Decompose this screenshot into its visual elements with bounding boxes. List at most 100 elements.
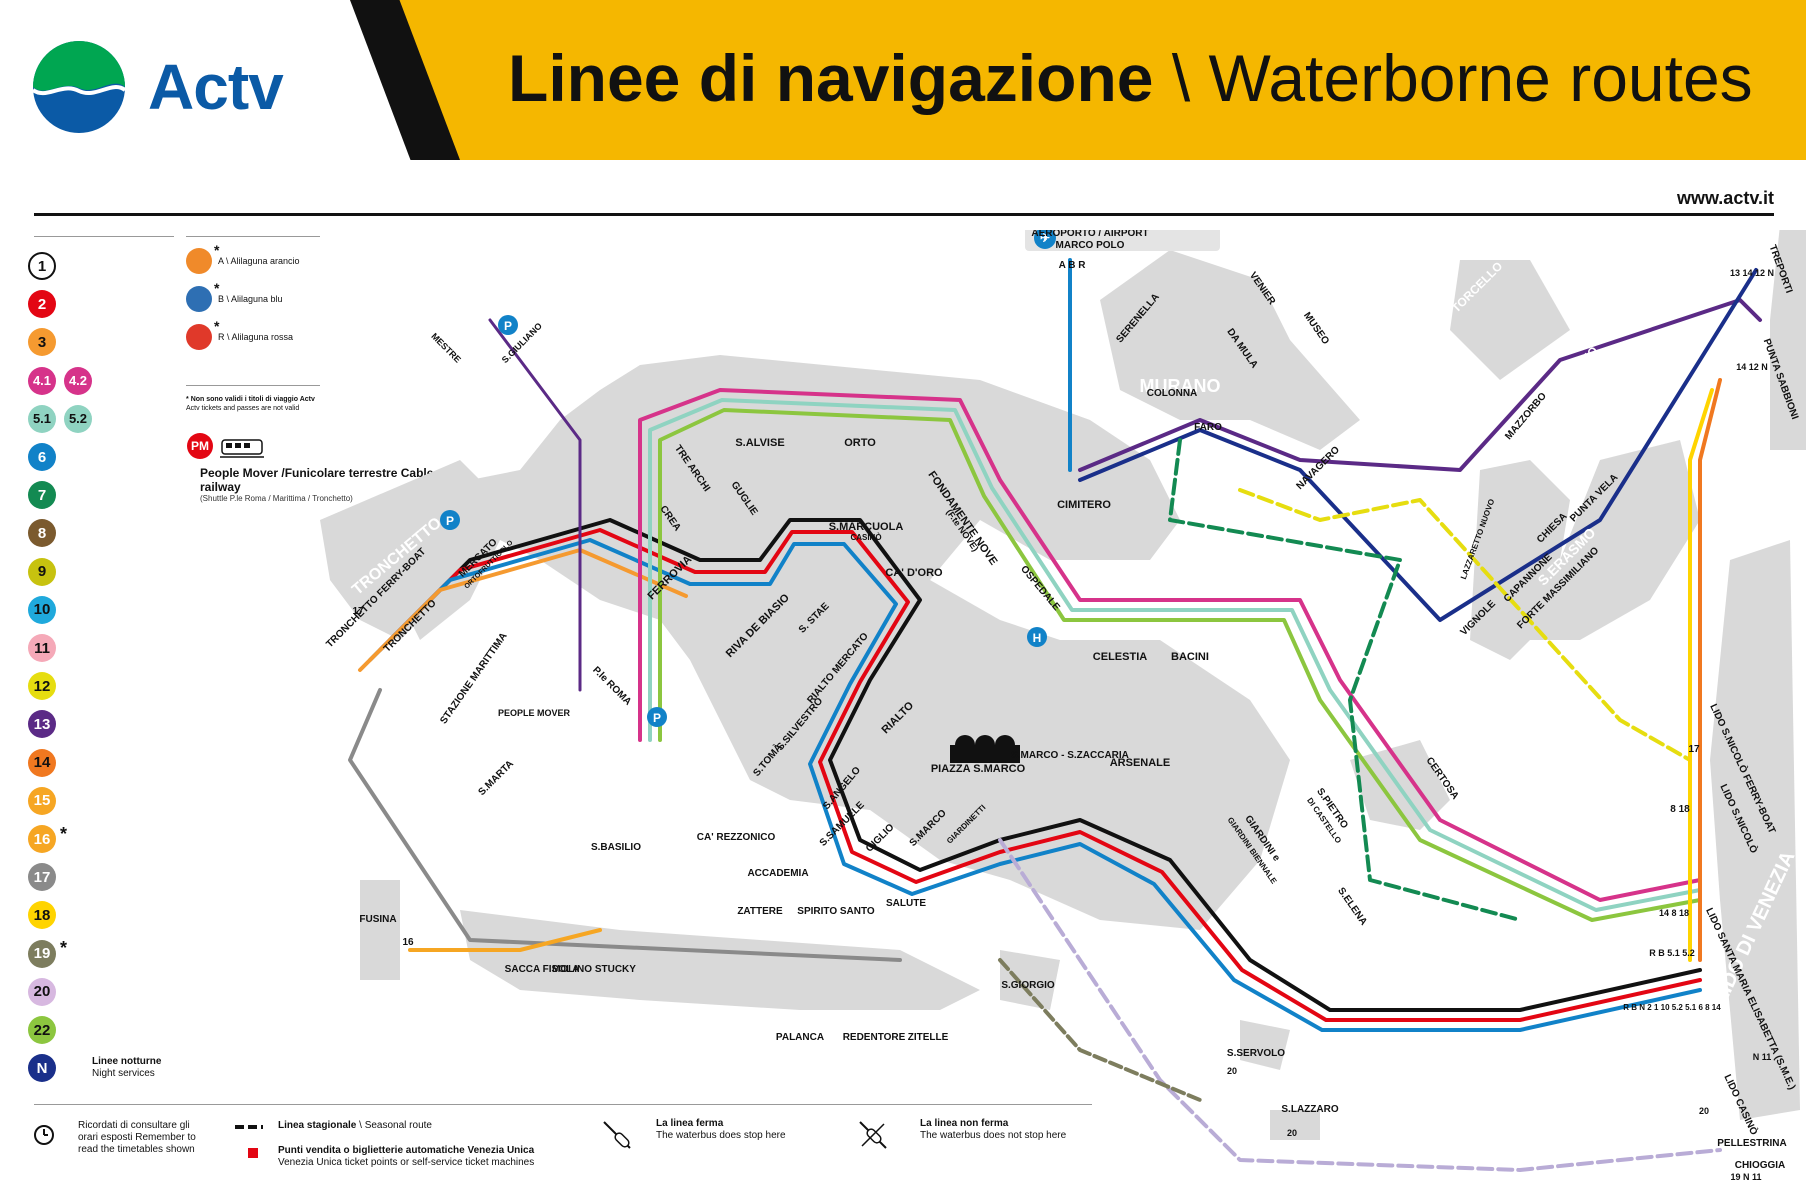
route-13	[1078, 298, 1762, 472]
stop-aeroporto-lines: A B R	[1059, 260, 1087, 271]
vignole-island	[1470, 460, 1570, 660]
area-burano: BURANO	[1554, 344, 1601, 391]
stop-chioggia: CHIOGGIA	[1735, 1160, 1786, 1171]
line-legend-row: 9	[28, 556, 56, 588]
line-legend-row: 11	[28, 632, 56, 664]
area-giudecca: GIUDECCA	[664, 1052, 760, 1072]
stop-zitelle: ZITELLE	[908, 1032, 949, 1043]
alilaguna-label: A \ Alilaguna arancio	[218, 256, 300, 266]
stop-ca-doro: CA' D'ORO	[885, 567, 943, 579]
header-rule	[34, 213, 1774, 216]
svg-text:✈: ✈	[1040, 231, 1050, 245]
route-5-1	[648, 398, 1702, 912]
route-n	[1078, 268, 1758, 622]
line-legend-row: 3	[28, 326, 56, 358]
stop-s-marta: S.MARTA	[476, 758, 515, 797]
line-badge: 16	[28, 825, 56, 853]
route-mestre	[488, 318, 582, 692]
alilaguna-star: *	[214, 242, 220, 258]
line-legend-row: 6	[28, 441, 56, 473]
svg-text:P: P	[446, 514, 454, 528]
basilica-icon	[950, 735, 1020, 763]
line-legend-row: 19*	[28, 938, 67, 970]
sant-erasmo-island	[1520, 440, 1700, 640]
stop-fusina: FUSINA	[359, 914, 396, 925]
ticket-point-icon	[248, 1148, 258, 1158]
route-4-1	[638, 388, 1702, 902]
legend-divider	[34, 236, 174, 237]
actv-logo-icon	[32, 41, 126, 133]
line-badge: 13	[28, 710, 56, 739]
stop-aeroporto: AEROPORTO / AIRPORT	[1031, 230, 1148, 239]
stop-s-marcuola: S.MARCUOLA	[829, 521, 904, 533]
lido-sme-lines: R B N 2 1 10 5.2 5.1 6 8 14	[1623, 1003, 1721, 1012]
route-16	[408, 928, 602, 952]
route-6	[368, 538, 1702, 1032]
san-servolo-island	[1240, 1020, 1290, 1070]
seasonal-english: Seasonal route	[364, 1120, 432, 1131]
website-link[interactable]: www.actv.it	[1676, 188, 1774, 208]
line-badge: 8	[28, 519, 56, 548]
line-badge: N	[28, 1054, 56, 1083]
lido-island	[1710, 540, 1800, 1120]
line-16-label: 16	[402, 937, 414, 948]
line-legend-row: 20	[28, 976, 56, 1008]
fusina-land	[360, 880, 400, 980]
route-2	[378, 528, 1702, 1022]
line-badge: 11	[28, 634, 56, 662]
line-legend-row: N	[28, 1052, 56, 1084]
lido-top-lines: 14 8 18	[1659, 908, 1689, 918]
stops-english: The waterbus does stop here	[656, 1130, 786, 1141]
alilaguna-item: *A \ Alilaguna arancio	[186, 242, 300, 274]
people-mover-title: People Mover /Funicolare terrestre Cable…	[200, 466, 434, 494]
alilaguna-item: *B \ Alilaguna blu	[186, 280, 283, 312]
ticket-italian: Punti vendita o biglietterie automatiche…	[278, 1145, 535, 1156]
line-badge: 12	[28, 672, 56, 701]
alilaguna-icon	[186, 324, 212, 350]
line-badge: 1	[28, 252, 56, 280]
stop-ca-rezzonico: CA' REZZONICO	[697, 832, 776, 843]
line-legend-row: 12	[28, 670, 56, 702]
night-services-label: Linee notturne Night services	[92, 1056, 161, 1080]
alilaguna-icon	[186, 286, 212, 312]
seasonal-dash-icon	[235, 1125, 263, 1129]
bottom-legend	[0, 1104, 1100, 1193]
line-badge: 10	[28, 595, 56, 624]
line-legend-row: 15	[28, 785, 56, 817]
chioggia-lines: 19 N 11	[1730, 1172, 1761, 1182]
line-badge: 18	[28, 901, 56, 930]
line-legend-row: 17	[28, 861, 56, 893]
title-english: Waterborne routes	[1208, 41, 1753, 115]
line-badge: 6	[28, 443, 56, 471]
svg-text:P: P	[653, 711, 661, 725]
line-legend-row: 1	[28, 250, 56, 282]
line-badge: 4.1	[28, 366, 56, 395]
seasonal-note: Linea stagionale \ Seasonal route	[278, 1120, 432, 1132]
torcello-burano-islands	[1450, 260, 1570, 380]
line-no-stop-icon	[859, 1121, 887, 1149]
route-7-seasonal	[1168, 438, 1522, 922]
airport-box	[1025, 230, 1220, 251]
line-badge: 5.1	[28, 404, 56, 433]
line-badge: 15	[28, 786, 56, 815]
parking-tronchetto-icon	[440, 510, 460, 530]
line-17-lido-label: 17	[1688, 744, 1700, 755]
giudecca-island	[460, 910, 980, 1010]
stops-italian: La linea ferma	[656, 1118, 724, 1129]
san-lazzaro-island	[1270, 1110, 1320, 1140]
line-badge: 9	[28, 557, 56, 586]
stop-colonna: COLONNA	[1147, 388, 1198, 399]
stop-s-zaccaria: S.MARCO - S.ZACCARIA	[1011, 750, 1129, 761]
stop-pellestrina: PELLESTRINA	[1717, 1138, 1786, 1149]
line-badge: 7	[28, 481, 56, 510]
route-14	[1698, 378, 1722, 962]
line-badge: 17	[28, 863, 56, 892]
night-italian: Linee notturne	[92, 1056, 162, 1067]
page-title: Linee di navigazione \ Waterborne routes	[508, 40, 1753, 116]
header-banner	[350, 0, 1806, 160]
header: Actv Linee di navigazione \ Waterborne r…	[0, 0, 1806, 160]
treporti-land	[1770, 230, 1806, 450]
stop-zattere: ZATTERE	[737, 906, 783, 917]
bottom-divider	[34, 1104, 1092, 1105]
night-english: Night services	[92, 1068, 155, 1079]
